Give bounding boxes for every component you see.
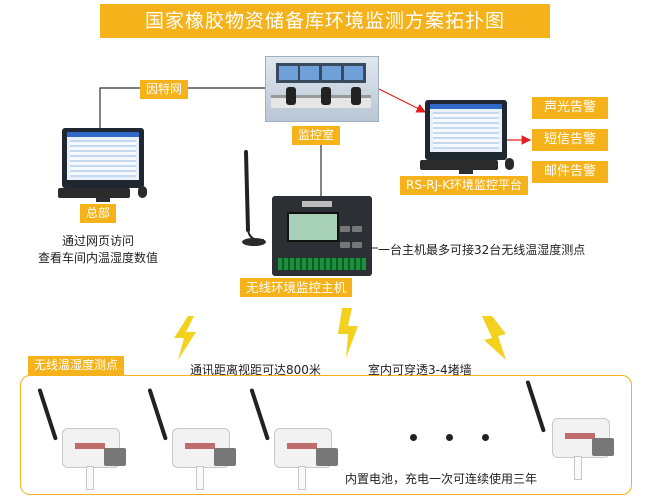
- monitoring-host-device: [272, 196, 372, 276]
- mouse-icon: [138, 186, 147, 198]
- lightning-icon: [174, 316, 196, 360]
- antenna-icon: [242, 150, 266, 246]
- internet-label: 因特网: [140, 80, 189, 99]
- host-capacity-text: 一台主机最多可接32台无线温湿度测点: [378, 243, 586, 257]
- headquarters-label: 总部: [80, 204, 117, 223]
- keyboard-icon: [420, 160, 498, 170]
- alarm-sms: 短信告警: [532, 129, 608, 151]
- monitor-room-label: 监控室: [292, 126, 341, 145]
- sensor-icon: [249, 386, 340, 490]
- lightning-icon: [338, 308, 358, 358]
- ellipsis-dot: [482, 434, 489, 441]
- mouse-icon: [505, 158, 514, 170]
- alarm-email: 邮件告警: [532, 161, 608, 183]
- range-text: 通讯距离视距可达800米: [190, 363, 321, 377]
- host-label: 无线环境监控主机: [240, 278, 353, 297]
- sensor-icon: [147, 386, 238, 490]
- platform-label: RS-RJ-K环境监控平台: [400, 176, 528, 195]
- ellipsis-dot: [410, 434, 417, 441]
- sensor-icon: [37, 386, 128, 490]
- penetration-text: 室内可穿透3-4堵墙: [368, 363, 472, 377]
- ellipsis-dot: [446, 434, 453, 441]
- internet-line: [99, 87, 265, 128]
- alarm-sound-light: 声光告警: [532, 97, 608, 119]
- monitor-icon: [425, 100, 507, 174]
- page-title: 国家橡胶物资储备库环境监测方案拓扑图: [100, 4, 550, 38]
- room-platform-arrow: [376, 87, 427, 113]
- sensor-points-label: 无线温湿度测点: [28, 356, 125, 375]
- sensor-area-frame: [20, 375, 632, 495]
- sensor-icon: [525, 378, 620, 480]
- control-room-image: [265, 56, 379, 122]
- battery-text: 内置电池，充电一次可连续使用三年: [345, 472, 538, 486]
- monitor-icon: [62, 128, 144, 202]
- hq-description-line2: 查看车间内温湿度数值: [38, 251, 159, 265]
- lightning-icon: [482, 316, 506, 360]
- keyboard-icon: [58, 188, 130, 198]
- hq-description-line1: 通过网页访问: [62, 234, 135, 248]
